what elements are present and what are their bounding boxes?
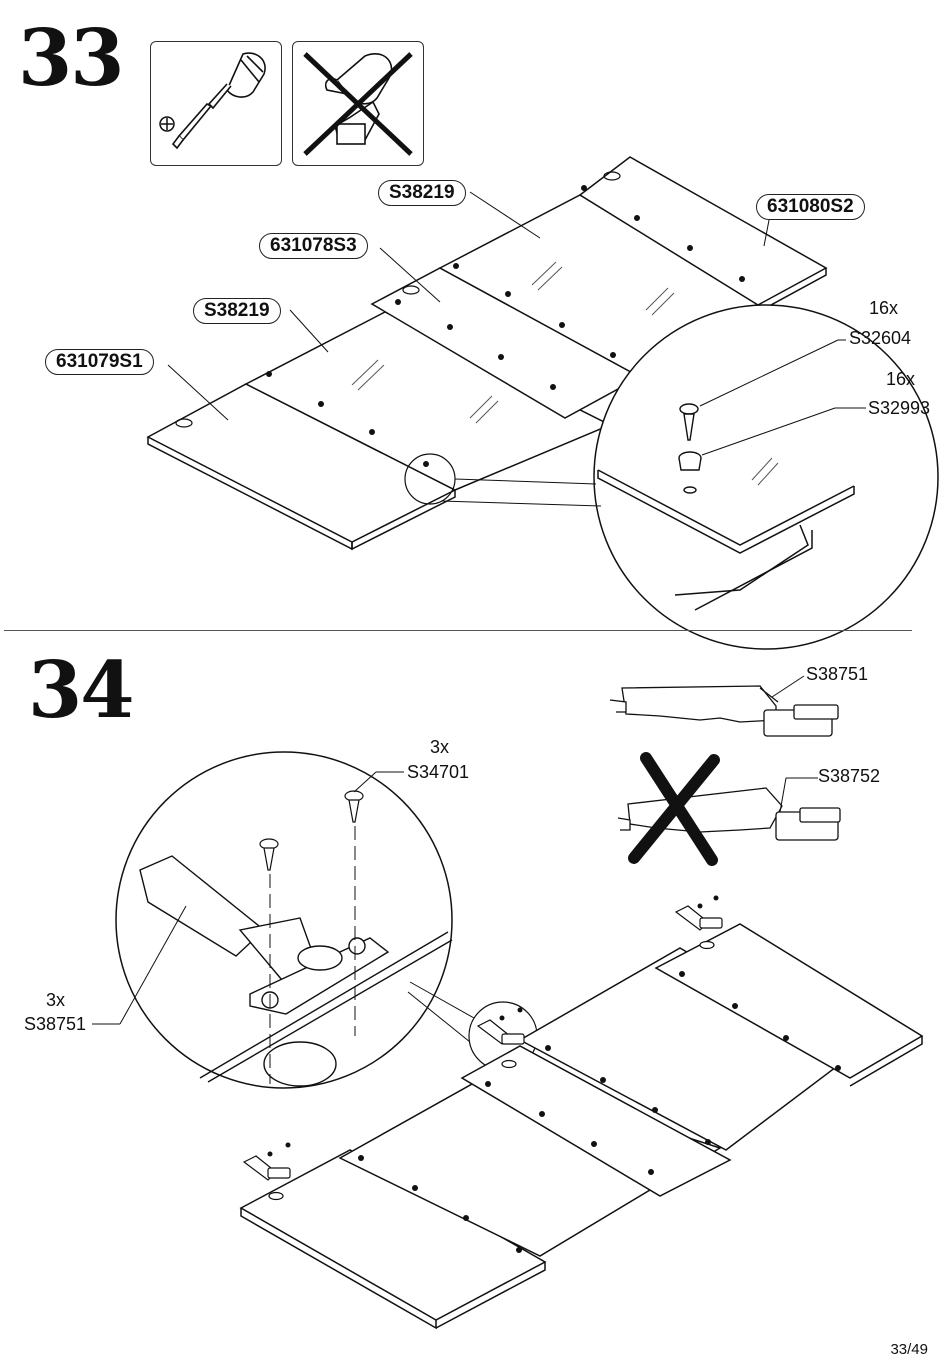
screw-code: S34701 [407, 762, 470, 782]
part-label-glass-top: S38219 [378, 180, 466, 206]
step-divider [4, 630, 912, 631]
fastener-1-qty: 16x [869, 298, 899, 318]
hinge-qty: 3x [46, 990, 66, 1010]
hinge-code: S38751 [24, 1014, 87, 1034]
step-34-detail-circle [115, 751, 453, 1089]
fastener-2-code: S32993 [868, 398, 931, 418]
power-drill-prohibited-icon [303, 52, 413, 156]
hinge-correct-code: S38751 [806, 664, 869, 684]
step-33-detail-circle [593, 304, 939, 650]
fastener-2-qty: 16x [886, 369, 916, 389]
fastener-1-code: S32604 [849, 328, 912, 348]
page-number: 33/49 [890, 1341, 928, 1358]
part-label-631079S1: 631079S1 [45, 349, 154, 375]
step-34-number: 34 [28, 645, 135, 736]
screw-qty: 3x [430, 737, 450, 757]
hinge-correct-illustration [609, 685, 839, 737]
part-label-631080S2: 631080S2 [756, 194, 865, 220]
screwdriver-tool-box [150, 41, 282, 166]
hinge-wrong-code: S38752 [818, 766, 881, 786]
part-label-631078S3: 631078S3 [259, 233, 368, 259]
drill-tool-box [292, 41, 424, 166]
part-label-glass-bottom: S38219 [193, 298, 281, 324]
step-33-number: 33 [18, 13, 125, 104]
screwdriver-icon [159, 52, 266, 150]
